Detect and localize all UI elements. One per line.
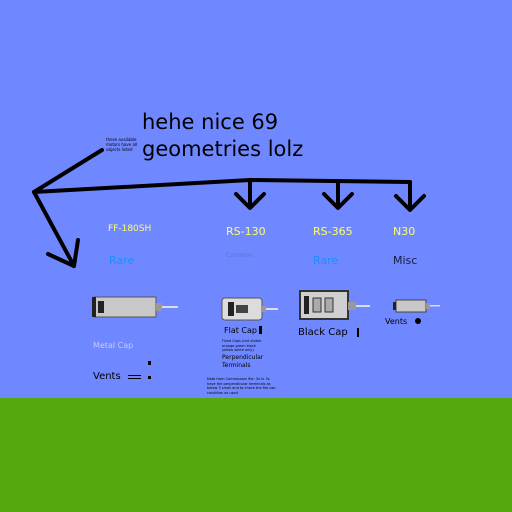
motor-name-ff180sh: FF-180SH (108, 224, 152, 234)
flat-cap-label: Flat Cap (224, 326, 257, 335)
arrowhead-ff180 (46, 238, 80, 268)
motor-name-n30: N30 (393, 225, 416, 238)
flat-cap-mark (259, 326, 262, 334)
motor-rs130[interactable] (221, 297, 278, 321)
ground (0, 398, 512, 512)
arrowhead-rs365 (322, 192, 354, 210)
rs130-note: Fixed Caps (not visible orange green bla… (222, 339, 262, 352)
motor-n30[interactable] (393, 299, 440, 313)
vents-line-2 (128, 378, 141, 379)
motor-ff180sh[interactable] (92, 296, 178, 318)
arrow-line-note (32, 148, 104, 194)
rarity-n30: Misc (393, 254, 418, 267)
black-cap-label: Black Cap (298, 327, 348, 338)
motor-rs365[interactable] (299, 290, 370, 320)
rarity-rs130: Common (226, 252, 254, 259)
black-cap-mark (357, 328, 359, 337)
rarity-ff180sh: Rare (109, 254, 135, 267)
vents-mark-1 (148, 361, 151, 365)
arrowhead-n30 (394, 194, 426, 212)
vents-line-1 (128, 375, 141, 376)
headline-text: hehe nice 69 geometries lolz (142, 110, 304, 161)
motor-name-rs365: RS-365 (313, 225, 353, 238)
perpendicular-terminals-label: Perpendicular Terminals (222, 354, 264, 369)
vents-label-n30: Vents (385, 317, 408, 326)
arrow-line-ff180 (32, 190, 76, 268)
vents-mark-2 (148, 376, 151, 379)
note-text: these available motors have all objects … (106, 137, 138, 152)
rarity-rs365: Rare (313, 254, 339, 267)
sky-background (0, 0, 512, 398)
arrow-bar (32, 178, 412, 194)
vents-label-ff180sh: Vents (93, 371, 121, 382)
arrowhead-rs130 (234, 192, 266, 210)
metal-cap-label: Metal Cap (93, 341, 134, 350)
motor-name-rs130: RS-130 (226, 225, 266, 238)
rs130-footnote: Note from Commission file: 3x in 3x have… (207, 377, 276, 395)
vents-dot (415, 318, 421, 324)
